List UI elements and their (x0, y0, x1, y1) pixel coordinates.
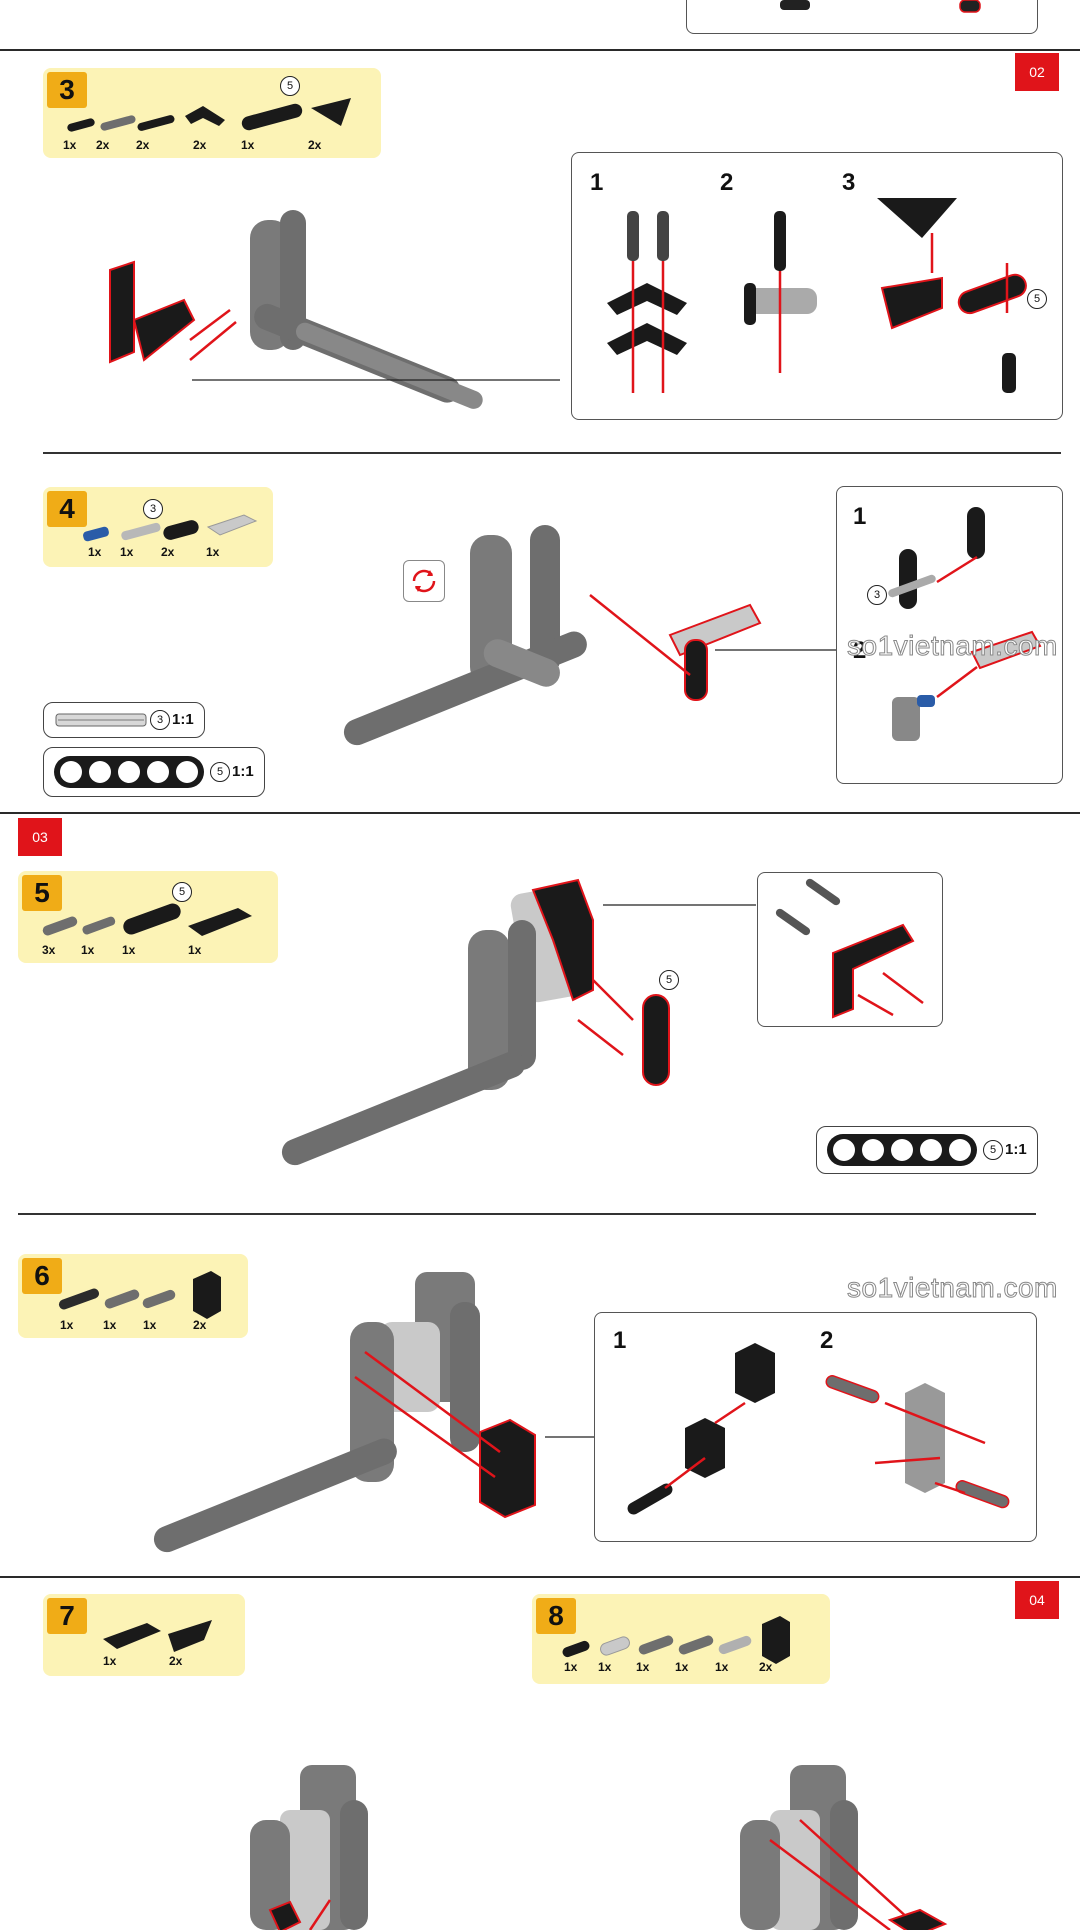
part-qty: 1x (103, 1654, 117, 1668)
step-number: 3 (47, 72, 87, 108)
rotate-model-icon (403, 560, 445, 602)
step-number: 5 (22, 875, 62, 911)
page-separator (0, 1576, 1080, 1578)
beam-scale-icon (827, 1134, 977, 1166)
part-qty: 1x (63, 138, 77, 152)
parts-icons (42, 903, 252, 936)
step-7-main-assembly (250, 1765, 368, 1930)
part-qty: 2x (759, 1660, 773, 1674)
part-qty: 2x (193, 1318, 207, 1332)
parts-icons (562, 1616, 790, 1664)
axle-scale-icon (55, 713, 147, 727)
step-6-substeps-panel: 1 2 (594, 1312, 1037, 1542)
step-number: 4 (47, 491, 87, 527)
scale-reference-axle: 3 1:1 (43, 702, 205, 738)
watermark: so1vietnam.com (847, 1272, 1058, 1304)
part-qty: 1x (60, 1318, 74, 1332)
step-3-substeps-panel: 1 2 3 5 (571, 152, 1063, 420)
substep-number: 1 (613, 1327, 627, 1354)
previous-step-parts (780, 0, 981, 13)
scale-reference-beam: 5 1:1 (43, 747, 265, 797)
length-callout: 3 (867, 585, 887, 605)
length-callout: 5 (983, 1140, 1003, 1160)
part-qty: 2x (169, 1654, 183, 1668)
part-qty: 1x (81, 943, 95, 957)
substep-illustrations (607, 198, 1027, 393)
parts-icons (67, 98, 351, 132)
step-number: 6 (22, 1258, 62, 1294)
step-separator (18, 1213, 1036, 1215)
part-qty: 1x (206, 545, 220, 559)
substep-number: 2 (853, 637, 867, 664)
part-qty: 2x (161, 545, 175, 559)
part-qty: 1x (598, 1660, 612, 1674)
watermark: so1vietnam.com (847, 630, 1058, 662)
part-qty: 2x (193, 138, 207, 152)
parts-icons (103, 1620, 212, 1652)
step-3-main-assembly (109, 210, 560, 409)
substep-number: 3 (842, 169, 856, 196)
step-5-parts-list: 5 3x 1x 1x 1x 5 (18, 871, 278, 963)
part-qty: 1x (241, 138, 255, 152)
scale-ratio: 1:1 (1005, 1141, 1027, 1158)
step-3-parts-list: 3 1x 2x 2x 2x 1x 2x 5 (43, 68, 381, 158)
step-8-parts-list: 8 1x 1x 1x 1x 1x 2x (532, 1594, 830, 1684)
part-qty: 1x (143, 1318, 157, 1332)
part-qty: 2x (136, 138, 150, 152)
step-4-main-assembly (343, 525, 840, 746)
page-separator (0, 49, 1080, 51)
part-qty: 2x (96, 138, 110, 152)
step-separator (43, 452, 1061, 454)
parts-icons (58, 1271, 221, 1319)
length-callout: 3 (150, 710, 170, 730)
step-5-main-assembly (281, 878, 756, 1166)
length-callout: 5 (172, 882, 192, 902)
beam-scale-icon (54, 756, 204, 788)
detail-illustration (775, 878, 924, 1019)
page-number-badge: 03 (18, 818, 62, 856)
part-qty: 2x (308, 138, 322, 152)
parts-icons (83, 514, 258, 542)
scale-ratio: 1:1 (232, 763, 254, 780)
step-number: 8 (536, 1598, 576, 1634)
part-qty: 1x (564, 1660, 578, 1674)
substep-illustrations (627, 1343, 1010, 1515)
scale-reference-beam: 5 1:1 (816, 1126, 1038, 1174)
part-qty: 1x (103, 1318, 117, 1332)
part-qty: 1x (636, 1660, 650, 1674)
substep-number: 1 (853, 503, 867, 530)
part-qty: 1x (88, 545, 102, 559)
step-8-main-assembly (740, 1765, 948, 1930)
step-6-main-assembly (153, 1272, 595, 1553)
part-qty: 3x (42, 943, 56, 957)
page-number-badge: 02 (1015, 53, 1059, 91)
step-5-detail-panel (757, 872, 943, 1027)
substep-illustrations (888, 507, 1042, 741)
page-number-badge: 04 (1015, 1581, 1059, 1619)
length-callout: 5 (659, 970, 679, 990)
step-6-parts-list: 6 1x 1x 1x 2x (18, 1254, 248, 1338)
substep-number: 2 (720, 169, 734, 196)
rotate-arrows-icon (412, 569, 436, 593)
step-4-substeps-panel: 1 2 3 (836, 486, 1063, 784)
substep-number: 2 (820, 1327, 834, 1354)
substep-number: 1 (590, 169, 604, 196)
length-callout: 5 (280, 76, 300, 96)
scale-ratio: 1:1 (172, 711, 194, 728)
page-separator (0, 812, 1080, 814)
step-number: 7 (47, 1598, 87, 1634)
part-qty: 1x (122, 943, 136, 957)
length-callout: 5 (210, 762, 230, 782)
part-qty: 1x (120, 545, 134, 559)
part-qty: 1x (675, 1660, 689, 1674)
part-qty: 1x (188, 943, 202, 957)
length-callout: 5 (1027, 289, 1047, 309)
step-7-parts-list: 7 1x 2x (43, 1594, 245, 1676)
part-qty: 1x (715, 1660, 729, 1674)
length-callout: 3 (143, 499, 163, 519)
step-4-parts-list: 4 1x 1x 2x 1x 3 (43, 487, 273, 567)
